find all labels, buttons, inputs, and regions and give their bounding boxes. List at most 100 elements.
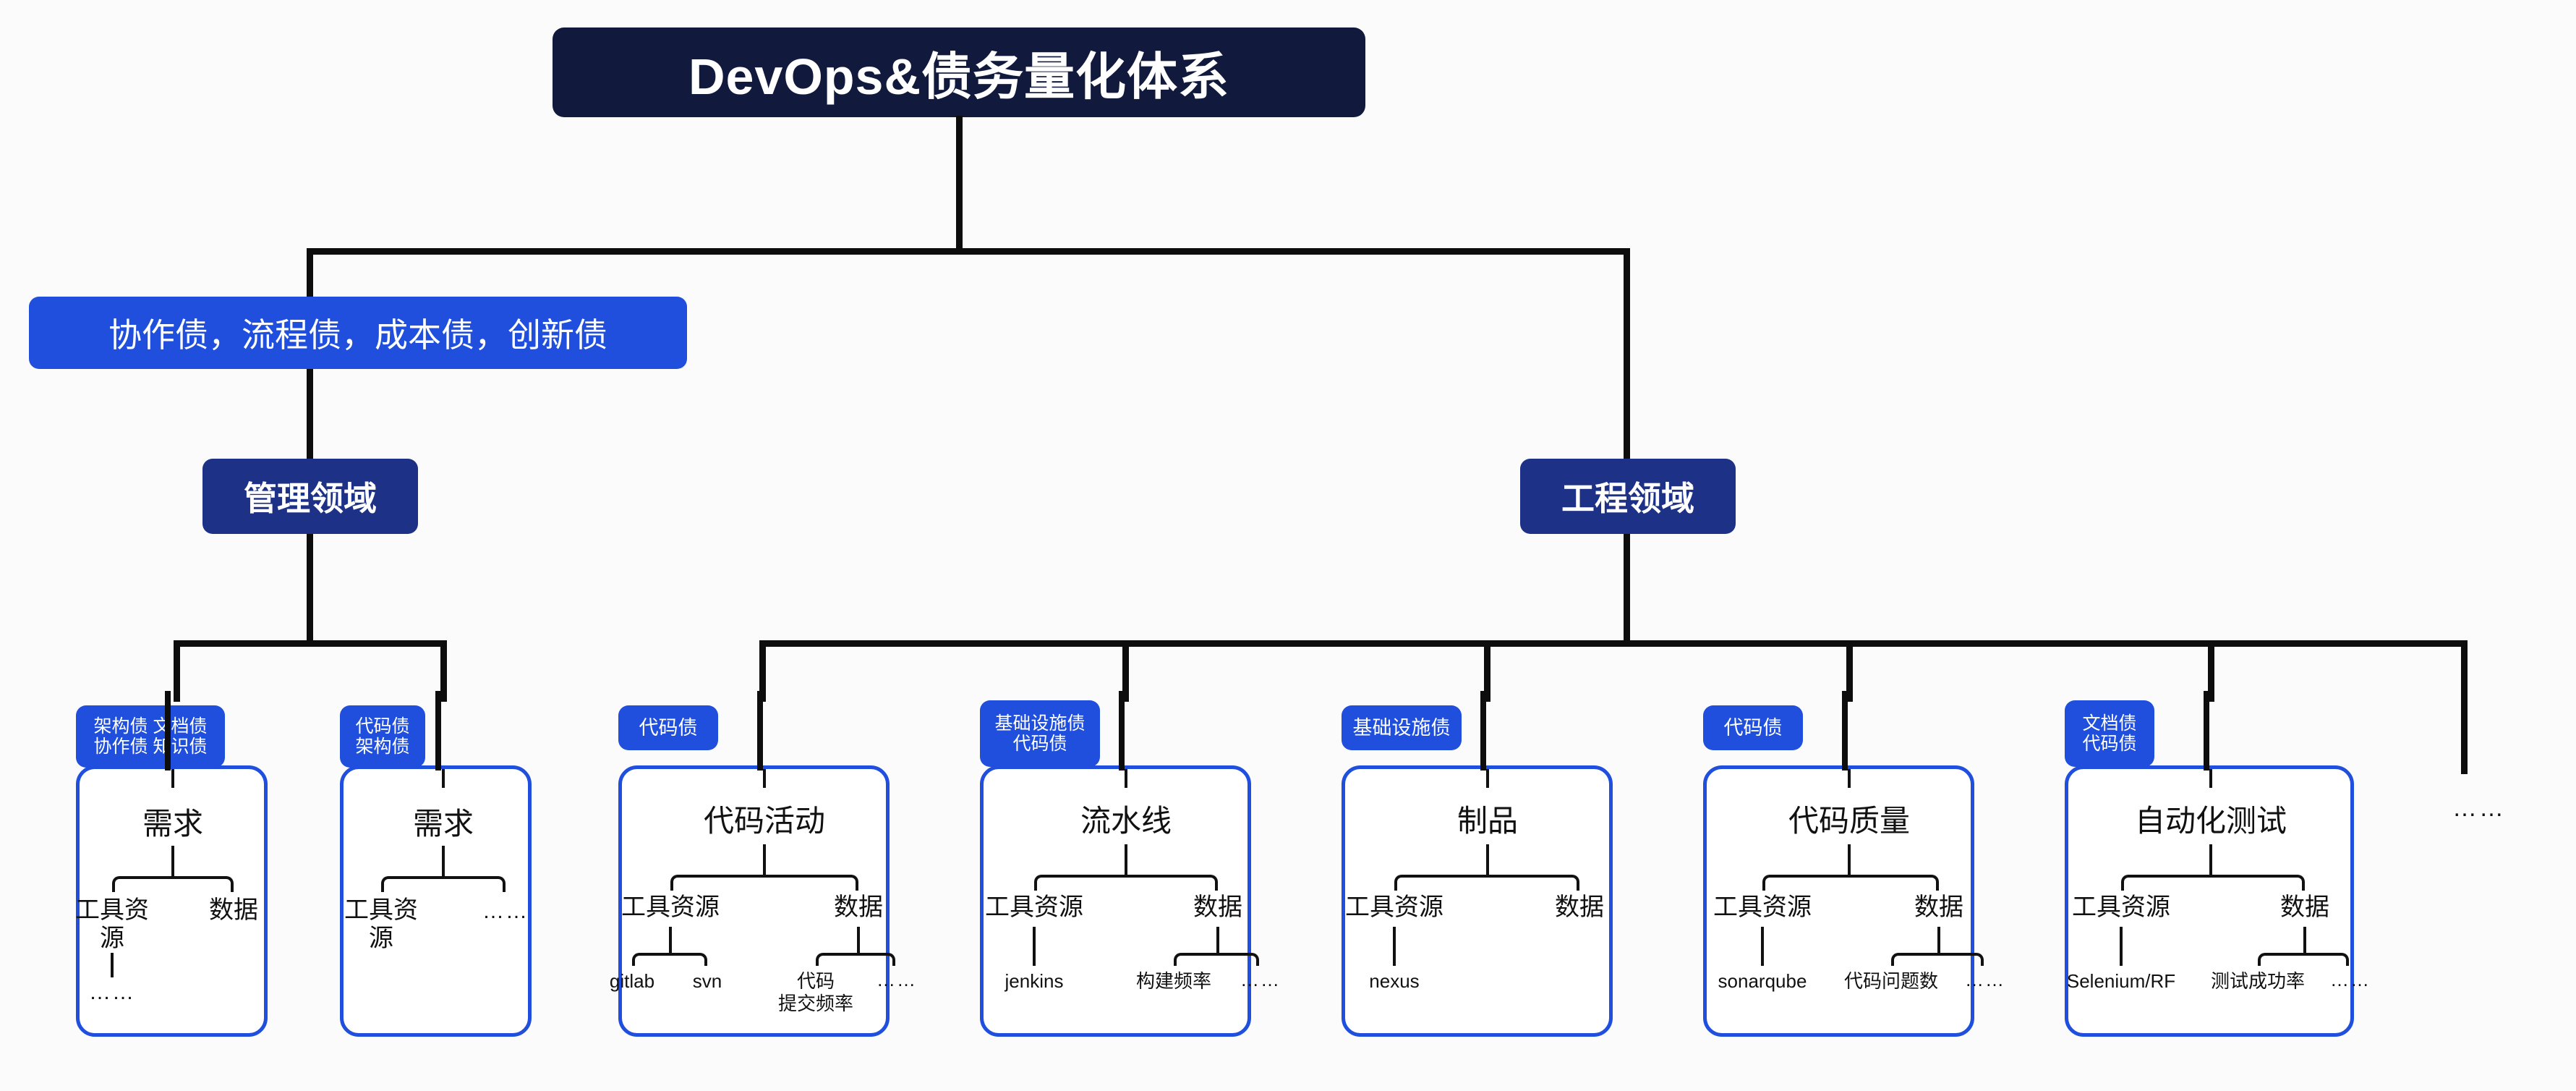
engineering-child-drop-6	[2461, 640, 2468, 774]
card-pipeline[interactable]: 流水线 工具资源 数据 jenkins 构建频率 ……	[980, 765, 1279, 1037]
card4-tool-stem	[1033, 927, 1036, 966]
card6-bracket	[1762, 875, 1939, 891]
card1-tool-leaf-dots: ……	[89, 980, 135, 1004]
card1-debt-tag: 架构债 文档债 协作债 知识债	[76, 705, 225, 768]
engineering-stem-line	[1624, 534, 1630, 644]
root-title-text: DevOps&债务量化体系	[688, 48, 1230, 105]
card3-data-bracket	[816, 953, 895, 966]
card6-tool-leaf-1: sonarqube	[1718, 970, 1807, 992]
card5-branch-tool: 工具资源	[1345, 893, 1443, 921]
card3-tool-stem	[669, 927, 672, 954]
card3-tool-bracket	[632, 953, 707, 966]
card-requirement-code[interactable]: 需求 工具资源 ……	[340, 765, 532, 1037]
card2-incoming-line	[435, 691, 441, 771]
card2-stem	[442, 769, 445, 788]
card1-title-stem	[171, 846, 174, 878]
card3-tool-leaf-2: svn	[692, 970, 722, 992]
card7-branch-tool: 工具资源	[2072, 893, 2170, 921]
card5-tag-line-1: 基础设施债	[1352, 716, 1451, 739]
card4-branch-data: 数据	[1193, 893, 1242, 921]
card4-title: 流水线	[1080, 804, 1172, 838]
card1-branch-tool: 工具资源	[75, 896, 149, 953]
card2-bracket	[381, 876, 506, 892]
card5-title: 制品	[1457, 804, 1519, 838]
card6-debt-tag: 代码债	[1703, 705, 1803, 750]
card7-branch-data: 数据	[2280, 893, 2329, 921]
card5-incoming-line	[1480, 691, 1486, 771]
card2-tag-line-2: 架构债	[355, 736, 410, 757]
engineering-child-drop-4	[1846, 640, 1853, 702]
card4-debt-tag: 基础设施债 代码债	[980, 700, 1100, 767]
engineering-child-drop-3	[1484, 640, 1490, 702]
card-requirement-mgmt[interactable]: 需求 工具资源 数据 ……	[75, 765, 268, 1037]
card7-tool-leaf-1: Selenium/RF	[2066, 970, 2176, 992]
card6-tool-stem	[1761, 927, 1764, 966]
engineering-child-drop-5	[2208, 640, 2214, 702]
engineering-distribution-bar	[759, 640, 2468, 647]
card7-debt-tag: 文档债 代码债	[2065, 700, 2154, 767]
card3-tool-leaf-1: gitlab	[609, 970, 655, 992]
card6-tag-line-1: 代码债	[1723, 716, 1783, 739]
debt-types-banner: 协作债，流程债，成本债，创新债	[29, 297, 687, 369]
engineering-more-dots: ……	[2452, 794, 2506, 822]
card-artifact[interactable]: 制品 工具资源 数据 nexus	[1342, 765, 1613, 1037]
card4-data-bracket	[1174, 953, 1259, 966]
card4-data-leaf-dots: ……	[1240, 969, 1281, 990]
management-child-drop-2	[440, 640, 447, 702]
card1-branch-data: 数据	[209, 896, 258, 924]
card7-data-leaf-1: 测试成功率	[2210, 970, 2306, 992]
engineering-drop-line	[1624, 248, 1630, 465]
card3-bracket	[670, 875, 858, 891]
card7-data-stem	[2303, 927, 2306, 954]
management-child-drop-1	[174, 640, 180, 702]
card3-title-stem	[763, 844, 766, 876]
card2-title: 需求	[412, 807, 474, 841]
card5-title-stem	[1486, 844, 1489, 876]
card6-branch-data: 数据	[1914, 893, 1963, 921]
card5-bracket	[1394, 875, 1579, 891]
card3-data-leaf-dots: ……	[877, 969, 917, 990]
domain-label-engineering: 工程领域	[1561, 480, 1694, 517]
root-trunk-line	[956, 116, 963, 253]
card4-data-stem	[1216, 927, 1219, 954]
card7-incoming-line	[2204, 691, 2209, 771]
card3-tag-line-1: 代码债	[639, 716, 698, 739]
domain-box-engineering[interactable]: 工程领域	[1520, 459, 1736, 534]
card4-stem	[1125, 769, 1127, 788]
card4-bracket	[1034, 875, 1218, 891]
card3-data-stem	[857, 927, 860, 954]
card3-branch-data: 数据	[834, 893, 883, 921]
card6-data-bracket	[1891, 953, 1984, 966]
card3-title: 代码活动	[703, 804, 826, 838]
card6-title-stem	[1848, 844, 1851, 876]
card5-branch-data: 数据	[1555, 893, 1604, 921]
card6-incoming-line	[1842, 691, 1848, 771]
card1-tag-line-1: 架构债 文档债	[93, 716, 208, 736]
card1-bracket	[112, 876, 234, 892]
card4-branch-tool: 工具资源	[985, 893, 1083, 921]
card4-tool-leaf-1: jenkins	[1005, 970, 1064, 992]
card5-tool-stem	[1393, 927, 1396, 966]
card5-stem	[1486, 769, 1489, 788]
card2-tag-line-1: 代码债	[355, 716, 410, 736]
engineering-child-drop-1	[759, 640, 766, 702]
card1-incoming-line	[165, 691, 171, 771]
card3-data-leaf-1: 代码提交频率	[777, 970, 853, 1015]
management-stem-line	[307, 534, 313, 644]
domain-box-management[interactable]: 管理领域	[202, 459, 418, 534]
debt-types-label: 协作债，流程债，成本债，创新债	[108, 316, 607, 354]
card7-data-bracket	[2258, 953, 2349, 966]
card3-stem	[763, 769, 766, 788]
card-automation-test[interactable]: 自动化测试 工具资源 数据 Selenium/RF 测试成功率 ……	[2065, 765, 2369, 1037]
card5-debt-tag: 基础设施债	[1342, 705, 1462, 750]
card6-branch-tool: 工具资源	[1713, 893, 1812, 921]
card-code-quality[interactable]: 代码质量 工具资源 数据 sonarqube 代码问题数 ……	[1703, 765, 2004, 1037]
card7-bracket	[2121, 875, 2305, 891]
card-code-activity[interactable]: 代码活动 工具资源 数据 gitlab svn 代码提交频率 ……	[610, 765, 916, 1037]
card7-title: 自动化测试	[2134, 804, 2287, 838]
management-distribution-bar	[174, 640, 447, 647]
card2-title-stem	[442, 846, 445, 878]
card6-data-leaf-1: 代码问题数	[1843, 970, 1939, 992]
card2-branch-tool: 工具资源	[344, 896, 418, 953]
engineering-child-drop-2	[1122, 640, 1129, 702]
